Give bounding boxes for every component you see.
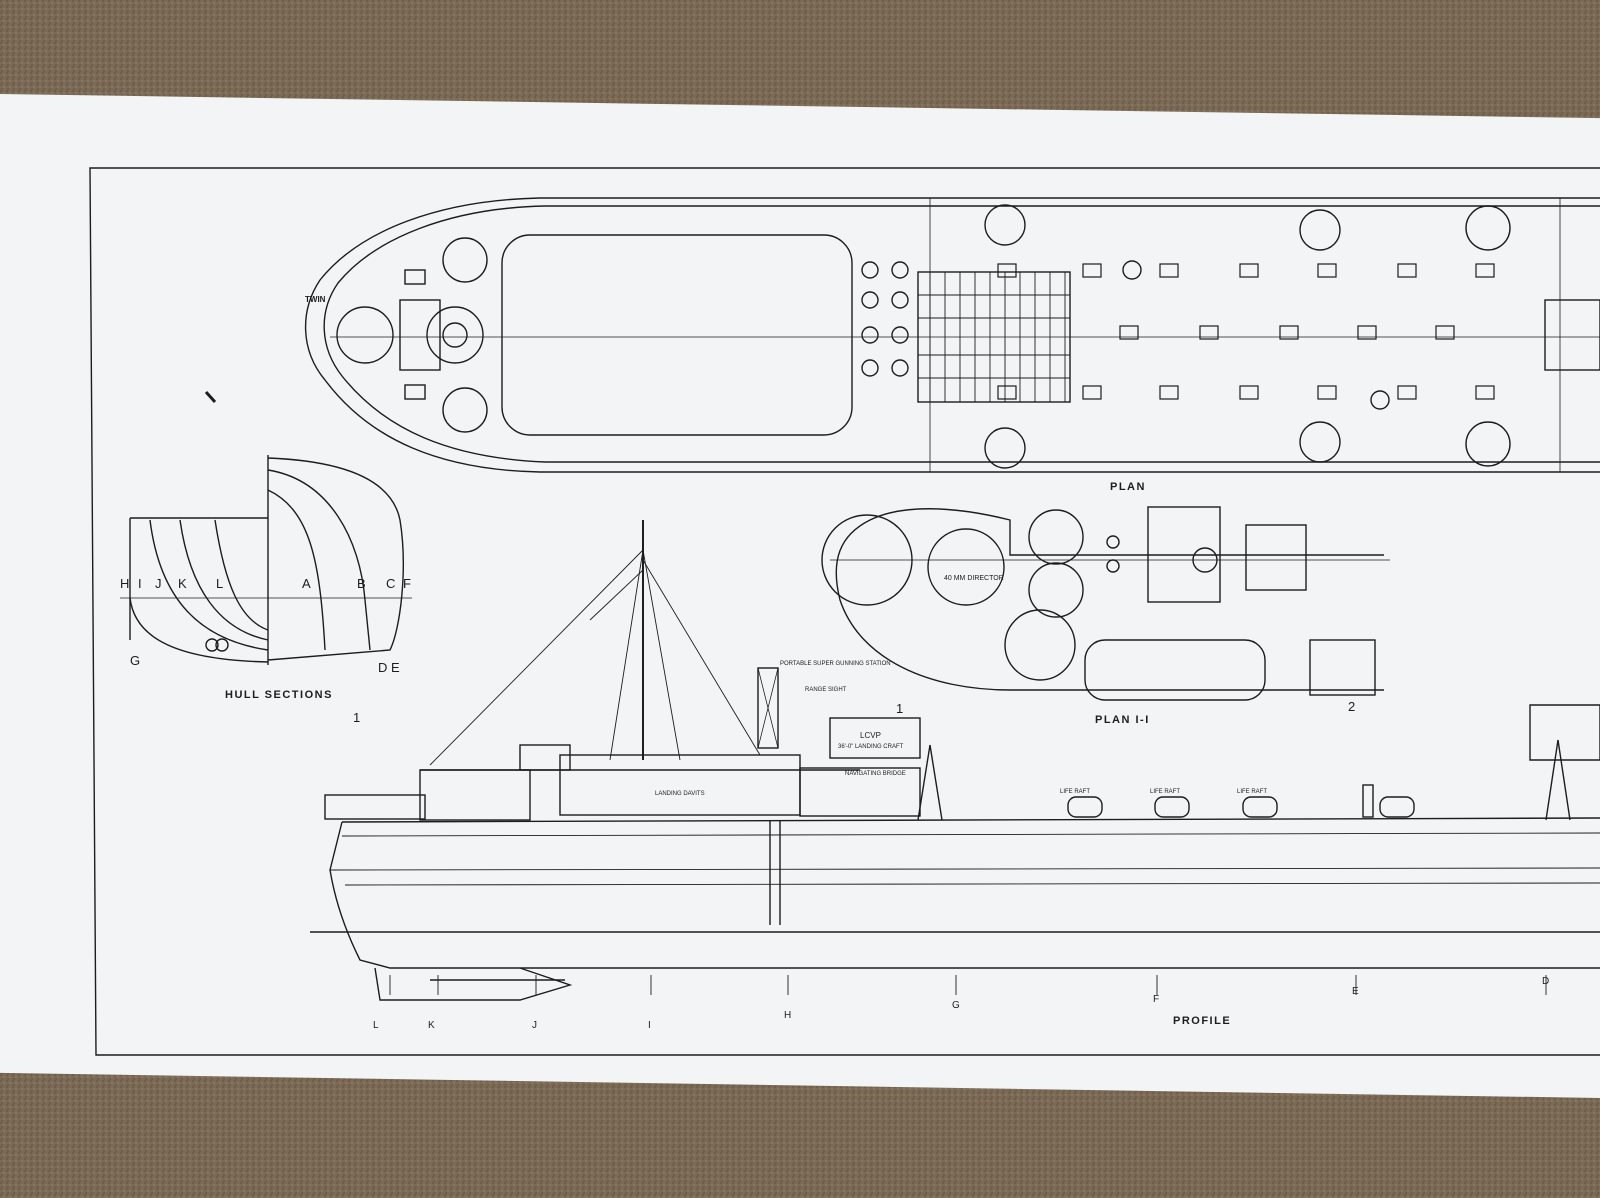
station-letter: F xyxy=(1153,994,1159,1005)
director-label: 40 MM DIRECTOR xyxy=(944,575,1004,582)
blueprint-sheet xyxy=(0,94,1600,1098)
section-mark: 2 xyxy=(1348,699,1355,714)
hull-letter: B xyxy=(357,576,366,591)
super-gunning-label: PORTABLE SUPER GUNNING STATION xyxy=(780,661,891,667)
hull-letter: A xyxy=(302,576,311,591)
station-letter: E xyxy=(1352,986,1359,997)
drawing-border xyxy=(89,167,1600,1056)
profile-station-letters: L K J I H G F E D xyxy=(373,976,1549,1031)
station-letter: H xyxy=(784,1010,791,1021)
station-letter: G xyxy=(952,1000,960,1011)
hull-letter: J xyxy=(155,576,162,591)
landing-davits-label: LANDING DAVITS xyxy=(655,791,705,797)
hull-section-letters-top: H I J K L A B C F xyxy=(120,576,411,591)
profile-title: PROFILE xyxy=(1173,1015,1231,1027)
plan-title: PLAN xyxy=(1110,481,1146,493)
section-mark: 1 xyxy=(353,710,360,725)
station-letter: D xyxy=(1542,976,1549,987)
hull-letter: D xyxy=(378,660,387,675)
hull-letter: G xyxy=(130,653,140,668)
hull-letter: E xyxy=(391,660,400,675)
plan-view xyxy=(204,197,1600,473)
life-raft-label-3: LIFE RAFT xyxy=(1237,789,1267,795)
hull-letter: K xyxy=(178,576,187,591)
station-letter: L xyxy=(373,1020,379,1031)
hull-letter: H xyxy=(120,576,129,591)
station-letter: J xyxy=(532,1020,537,1031)
lcvp-sub-label: 36'-0" LANDING CRAFT xyxy=(838,744,904,750)
bow-label: TWIN xyxy=(305,295,326,304)
hull-letter: L xyxy=(216,576,223,591)
section-mark: 1 xyxy=(896,701,903,716)
hull-letter: C xyxy=(386,576,395,591)
hull-letter: F xyxy=(403,576,411,591)
plan-1-view xyxy=(821,506,1390,701)
lcvp-label: LCVP xyxy=(860,731,881,740)
hull-section-letters-bottom: G D E xyxy=(130,653,400,675)
range-sight-label: RANGE SIGHT xyxy=(805,687,847,693)
life-raft-label-2: LIFE RAFT xyxy=(1150,789,1180,795)
station-letter: K xyxy=(428,1020,435,1031)
hull-sections-title: HULL SECTIONS xyxy=(225,689,333,701)
life-raft-label-1: LIFE RAFT xyxy=(1060,789,1090,795)
hull-letter: I xyxy=(138,576,142,591)
plan-1-title: PLAN I-I xyxy=(1095,714,1150,726)
station-letter: I xyxy=(648,1020,651,1031)
navigating-bridge-label: NAVIGATING BRIDGE xyxy=(845,771,906,777)
hull-sections-view xyxy=(120,455,412,665)
profile-view xyxy=(310,520,1600,1001)
